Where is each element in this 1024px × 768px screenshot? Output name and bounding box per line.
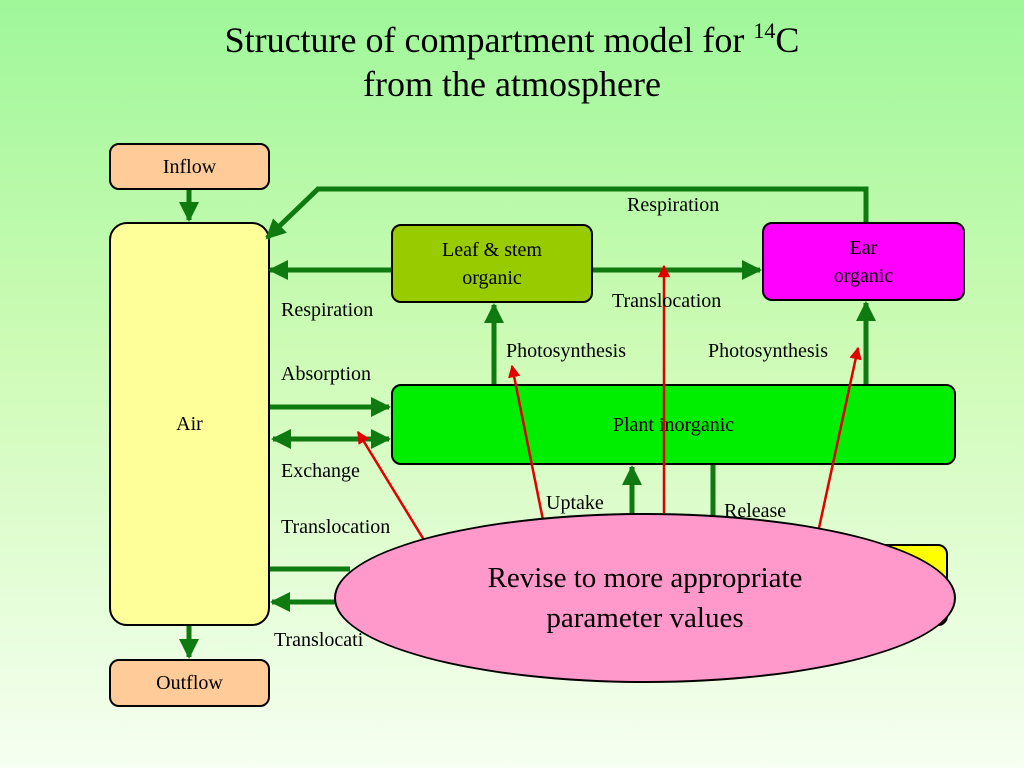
translocation-mid-label: Translocation <box>281 516 391 538</box>
callout-pointer-photosynthesis-ear <box>817 346 862 529</box>
absorption-label: Absorption <box>281 363 371 385</box>
title-line2: from the atmosphere <box>363 64 661 104</box>
translocation-top-label: Translocation <box>612 290 722 312</box>
inflow-box: Inflow <box>109 143 270 190</box>
respiration-left-label: Respiration <box>281 299 374 321</box>
title-line1-prefix: Structure of compartment model for <box>224 20 754 60</box>
photosynthesis-left-label: Photosynthesis <box>506 340 627 362</box>
callout-pointer-exchange <box>356 430 426 541</box>
plant-inorganic-box: Plant inorganic <box>391 384 956 465</box>
title-superscript: 14 <box>753 18 776 43</box>
respiration-top-label: Respiration <box>627 194 720 216</box>
ear-organic-box: Ear organic <box>762 222 965 301</box>
callout-pointer-photosynthesis-leaf <box>508 364 545 521</box>
title-line1-suffix: C <box>775 20 800 60</box>
leaf-stem-organic-box: Leaf & stem organic <box>391 224 593 303</box>
air-box: Air <box>109 222 270 626</box>
uptake-label: Uptake <box>546 492 604 514</box>
outflow-box: Outflow <box>109 659 270 707</box>
translocation-bottom-label: Translocati <box>274 629 364 651</box>
slide-title: Structure of compartment model for 14C f… <box>0 18 1024 106</box>
callout-oval: Revise to more appropriate parameter val… <box>334 513 956 683</box>
photosynthesis-right-label: Photosynthesis <box>708 340 829 362</box>
exchange-label: Exchange <box>281 460 360 482</box>
ear-respiration-arrow <box>265 186 869 240</box>
